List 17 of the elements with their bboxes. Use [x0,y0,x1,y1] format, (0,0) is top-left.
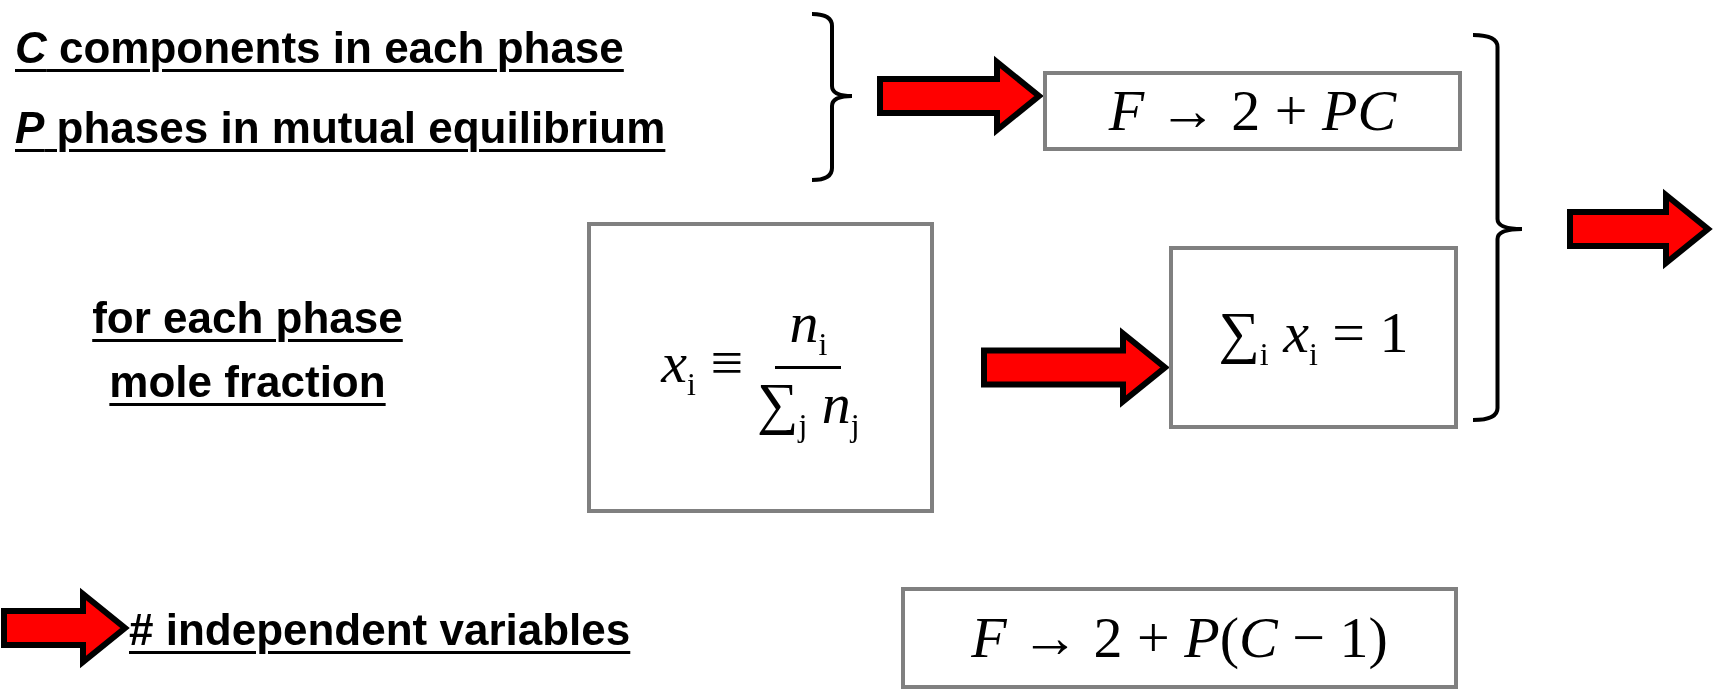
underlined-label: # independent variables [129,603,631,656]
block-arrow [981,327,1170,408]
formula-box [1043,71,1462,151]
formula: x$_{i}$ ≡ [661,334,744,401]
numerator: n$_{i}$ [775,293,842,369]
formula-box [1169,246,1458,429]
formula: ∑$_{i}$ x$_{i}$ = 1 [1218,304,1409,371]
formula: F → 2 + P(C − 1) [971,609,1388,667]
block-arrow [1,587,130,669]
underlined-label: for each phase mole fraction [91,292,404,408]
formula: F → 2 + PC [1108,82,1397,140]
underlined-label: P phases in mutual equilibrium [15,101,666,154]
formula-box [587,222,934,513]
block-arrow [877,55,1044,137]
underlined-label: C components in each phase [15,21,624,74]
denominator: ∑$_{j}$ n$_{j}$ [757,370,860,442]
formula-box [901,587,1458,689]
